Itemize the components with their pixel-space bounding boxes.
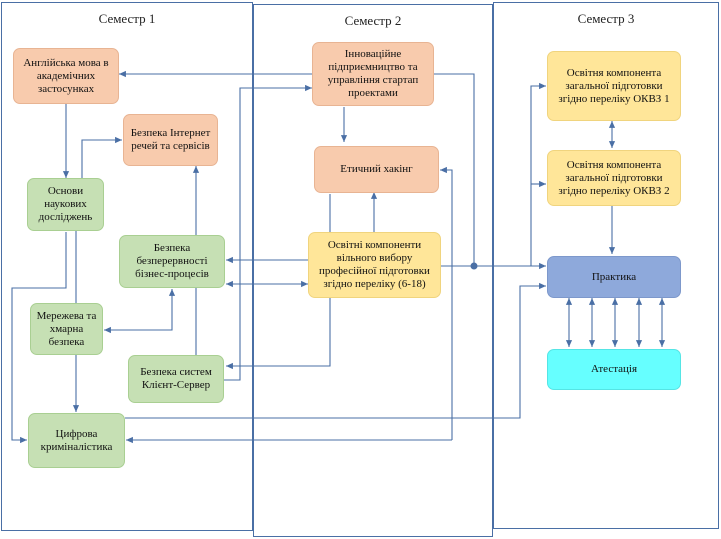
node-network-cloud[interactable]: Мережева та хмарна безпека: [30, 303, 103, 355]
edge-junction-general: [530, 82, 546, 266]
edge-research-internet: [81, 136, 122, 180]
node-general-1[interactable]: Освітня компонента загальної підготовки …: [547, 51, 681, 121]
semester-3-title: Семестр 3: [577, 11, 635, 26]
node-research-basics[interactable]: Основи наукових досліджень: [27, 178, 104, 231]
node-general-1-label: Освітня компонента загальної підготовки …: [558, 66, 670, 105]
node-business-continuity-label: Безпека безперервності бізнес-процесів: [135, 242, 209, 280]
node-business-continuity[interactable]: Безпека безперервності бізнес-процесів: [119, 235, 225, 288]
node-research-basics-label: Основи наукових досліджень: [38, 185, 93, 223]
node-internet-security[interactable]: Безпека Інтернет речей та сервісів: [123, 114, 218, 166]
node-elective-label: Освітні компоненти вільного вибору профе…: [319, 239, 430, 290]
node-network-cloud-label: Мережева та хмарна безпека: [36, 309, 97, 348]
node-attestation-label: Атестація: [590, 363, 638, 375]
node-ethical-hacking[interactable]: Етичний хакінг: [314, 146, 439, 193]
edge-hacking-loop: [440, 166, 453, 440]
edge-elective-client: [226, 298, 331, 370]
edge-network-business: [104, 289, 176, 334]
node-ethical-hacking-label: Етичний хакінг: [340, 163, 413, 175]
semester-1-column: Семестр 1: [1, 2, 253, 531]
edge-forensics-practice: [125, 282, 546, 419]
node-forensics-label: Цифрова криміналістика: [40, 427, 113, 453]
node-elective[interactable]: Освітні компоненти вільного вибору профе…: [308, 232, 441, 298]
semester-2-column: Семестр 2: [253, 4, 493, 537]
node-practice[interactable]: Практика: [547, 256, 681, 298]
node-forensics[interactable]: Цифрова криміналістика: [28, 413, 125, 468]
semester-1-title: Семестр 1: [98, 11, 156, 26]
edge-innovation-junction: [434, 73, 475, 266]
junction-dot: [470, 262, 478, 270]
node-english-label: Англійська мова в академічних застосунка…: [23, 56, 109, 95]
node-english[interactable]: Англійська мова в академічних застосунка…: [13, 48, 119, 104]
node-internet-security-label: Безпека Інтернет речей та сервісів: [130, 127, 211, 152]
node-general-2-label: Освітня компонента загальної підготовки …: [558, 158, 670, 197]
node-attestation[interactable]: Атестація: [547, 349, 681, 390]
node-innovation[interactable]: Інноваційне підприємництво та управління…: [312, 42, 434, 106]
edge-left-loop: [11, 232, 67, 444]
node-innovation-label: Інноваційне підприємництво та управління…: [327, 48, 419, 99]
node-client-server[interactable]: Безпека систем Клієнт-Сервер: [128, 355, 224, 403]
node-practice-label: Практика: [591, 270, 637, 283]
node-general-2[interactable]: Освітня компонента загальної підготовки …: [547, 150, 681, 206]
semester-2-title: Семестр 2: [344, 13, 402, 28]
node-client-server-label: Безпека систем Клієнт-Сервер: [140, 366, 212, 391]
edge-client-innovation: [222, 84, 312, 381]
